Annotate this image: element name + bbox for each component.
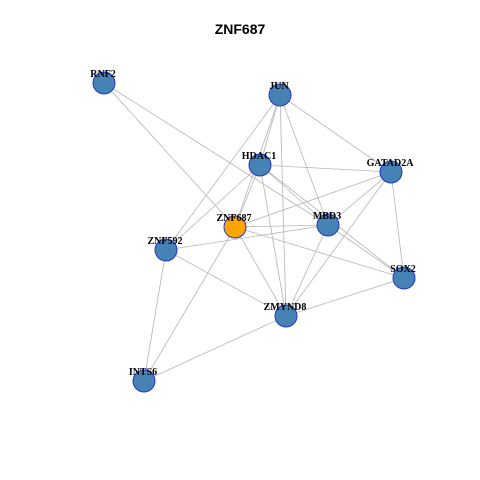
- node-label-sox2: SOX2: [390, 264, 416, 275]
- edge-znf687-zmynd8: [234, 226, 287, 317]
- edge-mbd3-znf592: [165, 224, 329, 251]
- node-zmynd8: [274, 304, 298, 328]
- edge-gatad2a-znf687: [234, 171, 392, 228]
- node-label-hdac1: HDAC1: [242, 151, 276, 162]
- edge-mbd3-sox2: [327, 224, 405, 279]
- node-gatad2a: [379, 160, 403, 184]
- edge-gatad2a-zmynd8: [285, 171, 392, 317]
- node-label-ints6: INTS6: [129, 367, 157, 378]
- edge-mbd3-zmynd8: [285, 224, 329, 317]
- edge-hdac1-znf592: [165, 164, 261, 251]
- edge-sox2-zmynd8: [285, 277, 405, 317]
- node-label-mbd3: MBD3: [313, 211, 341, 222]
- edge-jun-zmynd8: [279, 94, 287, 317]
- node-ints6: [132, 369, 156, 393]
- node-label-zmynd8: ZMYND8: [264, 302, 307, 313]
- edge-jun-gatad2a: [279, 94, 392, 173]
- node-rnf2: [92, 71, 116, 95]
- edge-hdac1-gatad2a: [259, 164, 392, 173]
- edge-hdac1-mbd3: [259, 164, 329, 226]
- edge-znf687-ints6: [143, 226, 236, 382]
- node-label-rnf2: RNF2: [90, 69, 116, 80]
- node-label-jun: JUN: [269, 81, 289, 92]
- edge-gatad2a-sox2: [390, 171, 405, 279]
- diagram-title: ZNF687: [214, 21, 266, 37]
- node-label-gatad2a: GATAD2A: [367, 158, 415, 169]
- edge-jun-znf592: [165, 94, 281, 251]
- node-hdac1: [248, 153, 272, 177]
- edge-zmynd8-ints6: [143, 315, 287, 382]
- edge-znf592-zmynd8: [165, 249, 287, 317]
- edge-znf687-sox2: [234, 226, 405, 279]
- edge-rnf2-mbd3: [103, 82, 329, 226]
- node-znf687: [223, 215, 247, 239]
- node-mbd3: [316, 213, 340, 237]
- edge-hdac1-zmynd8: [259, 164, 287, 317]
- edge-znf592-ints6: [143, 249, 167, 382]
- node-znf592: [154, 238, 178, 262]
- edge-jun-mbd3: [279, 94, 329, 226]
- node-sox2: [392, 266, 416, 290]
- edge-znf687-mbd3: [234, 224, 329, 228]
- edges-layer: [103, 82, 405, 382]
- node-jun: [268, 83, 292, 107]
- edge-rnf2-znf687: [103, 82, 236, 228]
- node-label-znf687: ZNF687: [217, 213, 252, 224]
- node-label-znf592: ZNF592: [148, 236, 183, 247]
- edge-gatad2a-mbd3: [327, 171, 392, 226]
- nodes-layer: [92, 71, 416, 393]
- edge-jun-hdac1: [259, 94, 281, 166]
